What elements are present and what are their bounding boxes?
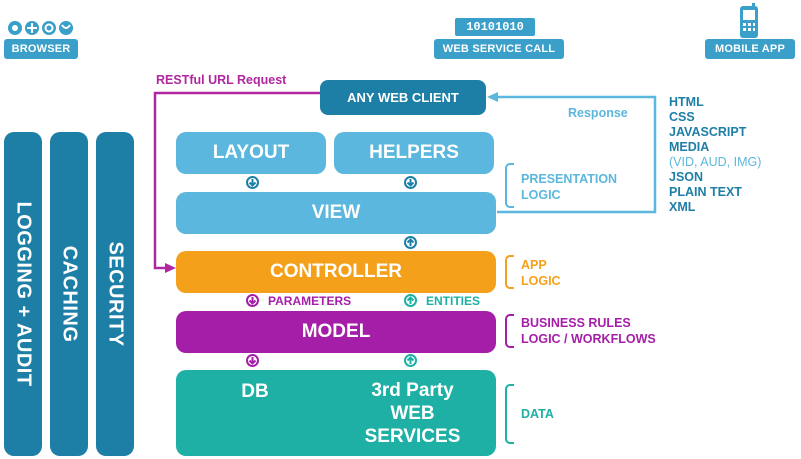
arrow-up-icon: [404, 354, 417, 367]
format-item: PLAIN TEXT: [669, 185, 742, 199]
controller-box: CONTROLLER: [176, 251, 496, 293]
db-label: DB: [241, 381, 269, 402]
browser-tag: BROWSER: [4, 39, 78, 59]
business-rules-label: BUSINESS RULES LOGIC / WORKFLOWS: [521, 315, 656, 347]
annotation-line: PRESENTATION: [521, 172, 618, 186]
third-party-label: 3rd Party WEB SERVICES: [340, 379, 485, 448]
annotation-line: BUSINESS RULES: [521, 316, 631, 330]
mobile-phone-icon: [737, 3, 761, 39]
format-item: CSS: [669, 110, 695, 124]
arrow-up-icon: [404, 236, 417, 249]
restful-request-label: RESTful URL Request: [156, 73, 287, 87]
arrow-down-icon: [404, 176, 417, 189]
helpers-box: HELPERS: [334, 132, 494, 174]
browser-icon: [6, 17, 76, 39]
format-item: JSON: [669, 170, 704, 184]
arrow-down-icon: [246, 294, 259, 307]
app-bracket: [505, 255, 514, 289]
entities-label: ENTITIES: [426, 294, 481, 308]
any-web-client-box: ANY WEB CLIENT: [320, 80, 486, 115]
format-item: (VID, AUD, IMG): [669, 155, 762, 169]
view-box: VIEW: [176, 192, 496, 234]
format-item: MEDIA: [669, 140, 710, 154]
caching-column: CACHING: [50, 132, 88, 456]
app-logic-label: APP LOGIC: [521, 257, 561, 289]
data-label: DATA: [521, 407, 554, 421]
parameters-label: PARAMETERS: [268, 294, 352, 308]
formats-list: HTML CSS JAVASCRIPT MEDIA (VID, AUD, IMG…: [669, 95, 799, 215]
binary-code: 10101010: [455, 18, 535, 36]
logging-audit-column: LOGGING + AUDIT: [4, 132, 42, 456]
third-party-line: 3rd Party: [371, 380, 454, 401]
annotation-line: LOGIC / WORKFLOWS: [521, 332, 656, 346]
annotation-line: LOGIC: [521, 274, 561, 288]
annotation-line: APP: [521, 258, 547, 272]
third-party-line: SERVICES: [364, 426, 461, 447]
model-box: MODEL: [176, 311, 496, 353]
mobile-app-tag: MOBILE APP: [705, 39, 795, 59]
format-item: JAVASCRIPT: [669, 125, 747, 139]
data-layer-box: [176, 370, 496, 456]
business-bracket: [505, 314, 514, 348]
arrow-down-icon: [246, 354, 259, 367]
security-label: SECURITY: [104, 241, 127, 347]
logging-audit-label: LOGGING + AUDIT: [12, 201, 35, 387]
third-party-line: WEB: [390, 403, 435, 424]
annotation-line: LOGIC: [521, 188, 561, 202]
arrow-down-icon: [246, 176, 259, 189]
format-item: XML: [669, 200, 696, 214]
arrow-up-icon: [404, 294, 417, 307]
layout-box: LAYOUT: [176, 132, 326, 174]
presentation-logic-label: PRESENTATION LOGIC: [521, 171, 617, 203]
data-bracket: [505, 384, 514, 444]
response-label: Response: [568, 106, 628, 120]
format-item: HTML: [669, 95, 704, 109]
web-service-tag: WEB SERVICE CALL: [434, 39, 564, 59]
caching-label: CACHING: [58, 245, 81, 343]
security-column: SECURITY: [96, 132, 134, 456]
presentation-bracket: [505, 163, 514, 208]
